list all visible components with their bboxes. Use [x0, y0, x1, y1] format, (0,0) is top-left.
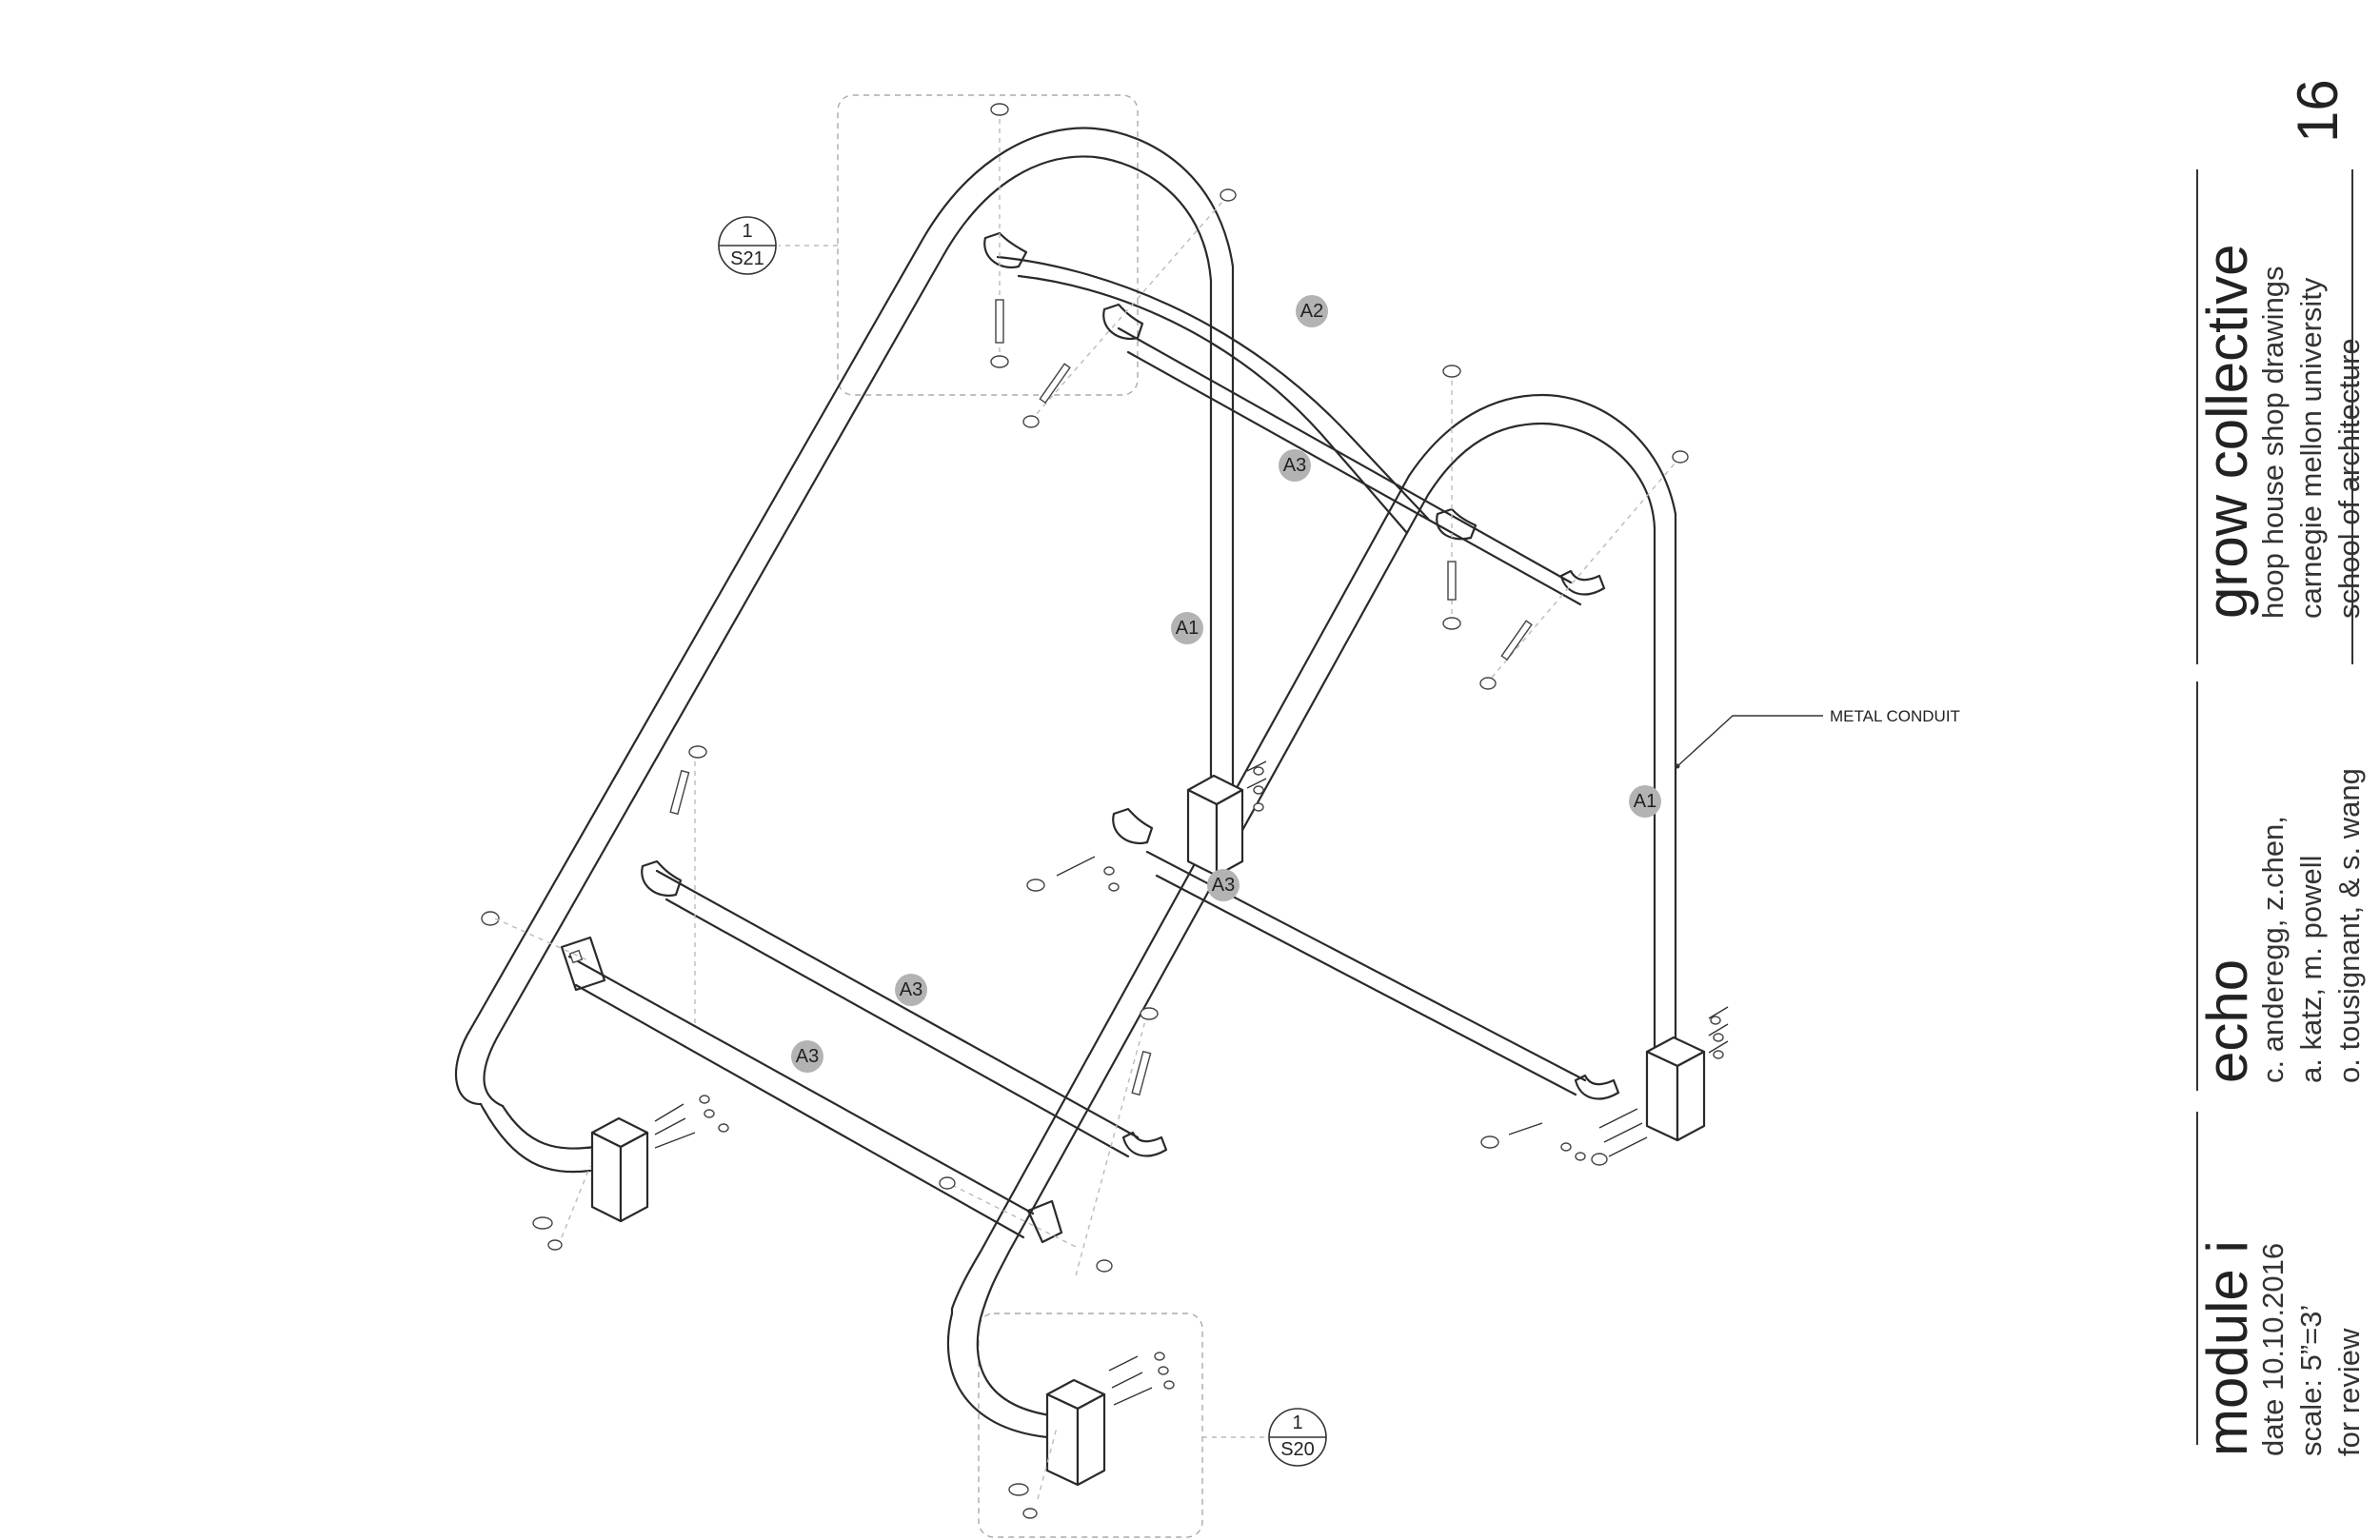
part-tag-a3-lower: A3 [791, 1040, 823, 1073]
conduit-annotation: METAL CONDUIT [1675, 707, 1960, 769]
svg-text:S20: S20 [1280, 1439, 1315, 1460]
part-tag-a1-rear: A1 [1171, 612, 1203, 644]
detail-box-bottom [978, 1313, 1203, 1538]
svg-text:S21: S21 [730, 248, 764, 269]
sheet-date: date 10.10.2016 [2256, 1242, 2290, 1456]
page-number: 16 [2286, 79, 2350, 143]
detail-ref-s21[interactable]: 1 S21 [718, 216, 777, 275]
svg-text:A1: A1 [1634, 791, 1656, 812]
part-tag-a3-upper: A3 [1279, 449, 1311, 482]
sheet-block: module i date 10.10.2016 scale: 5”=3’ fo… [2195, 1240, 2372, 1456]
title-block-rule-bottom [2196, 1112, 2198, 1445]
cross-tubes [567, 255, 1587, 1239]
front-hoop-tube [946, 393, 1677, 1439]
project-line-3: school of architecture [2332, 338, 2366, 619]
title-block-rule-middle [2196, 681, 2198, 1091]
svg-text:METAL CONDUIT: METAL CONDUIT [1830, 707, 1960, 725]
detail-box-top [837, 94, 1139, 396]
part-tag-a1-front: A1 [1629, 785, 1661, 818]
project-block: grow collective hoop house shop drawings… [2195, 244, 2372, 620]
project-title: grow collective [2195, 244, 2259, 620]
team-title: echo [2195, 958, 2259, 1083]
svg-text:A3: A3 [900, 979, 922, 1000]
part-tag-a2: A2 [1296, 295, 1328, 327]
project-line-1: hoop house shop drawings [2256, 266, 2290, 619]
svg-text:A3: A3 [796, 1046, 819, 1067]
team-line-2: a. katz, m. powell [2294, 855, 2328, 1083]
rear-hoop-tube [454, 127, 1235, 1174]
page-number-rule [2351, 169, 2353, 664]
svg-text:1: 1 [742, 221, 752, 242]
project-line-2: carnegie mellon university [2294, 277, 2328, 619]
title-block-rule-top [2196, 169, 2198, 664]
detail-ref-s20[interactable]: 1 S20 [1268, 1408, 1327, 1467]
svg-text:A3: A3 [1212, 875, 1235, 896]
team-block: echo c. anderegg, z.chen, a. katz, m. po… [2195, 768, 2372, 1083]
sheet-title: module i [2195, 1240, 2259, 1456]
sheet-status: for review [2332, 1328, 2366, 1456]
part-tag-a3-mid: A3 [895, 974, 927, 1006]
svg-text:A1: A1 [1176, 618, 1199, 639]
svg-text:A3: A3 [1283, 455, 1306, 476]
part-tag-a3-center: A3 [1207, 869, 1240, 901]
svg-text:A2: A2 [1300, 301, 1323, 322]
foot-blocks [590, 774, 1706, 1487]
saddle-clamps [560, 231, 1620, 1244]
team-line-3: o. tousignant, & s. wang [2332, 768, 2366, 1083]
sheet-scale: scale: 5”=3’ [2294, 1304, 2328, 1456]
team-line-1: c. anderegg, z.chen, [2256, 816, 2290, 1083]
fastener-hardware [481, 103, 1729, 1519]
svg-text:1: 1 [1292, 1412, 1302, 1433]
